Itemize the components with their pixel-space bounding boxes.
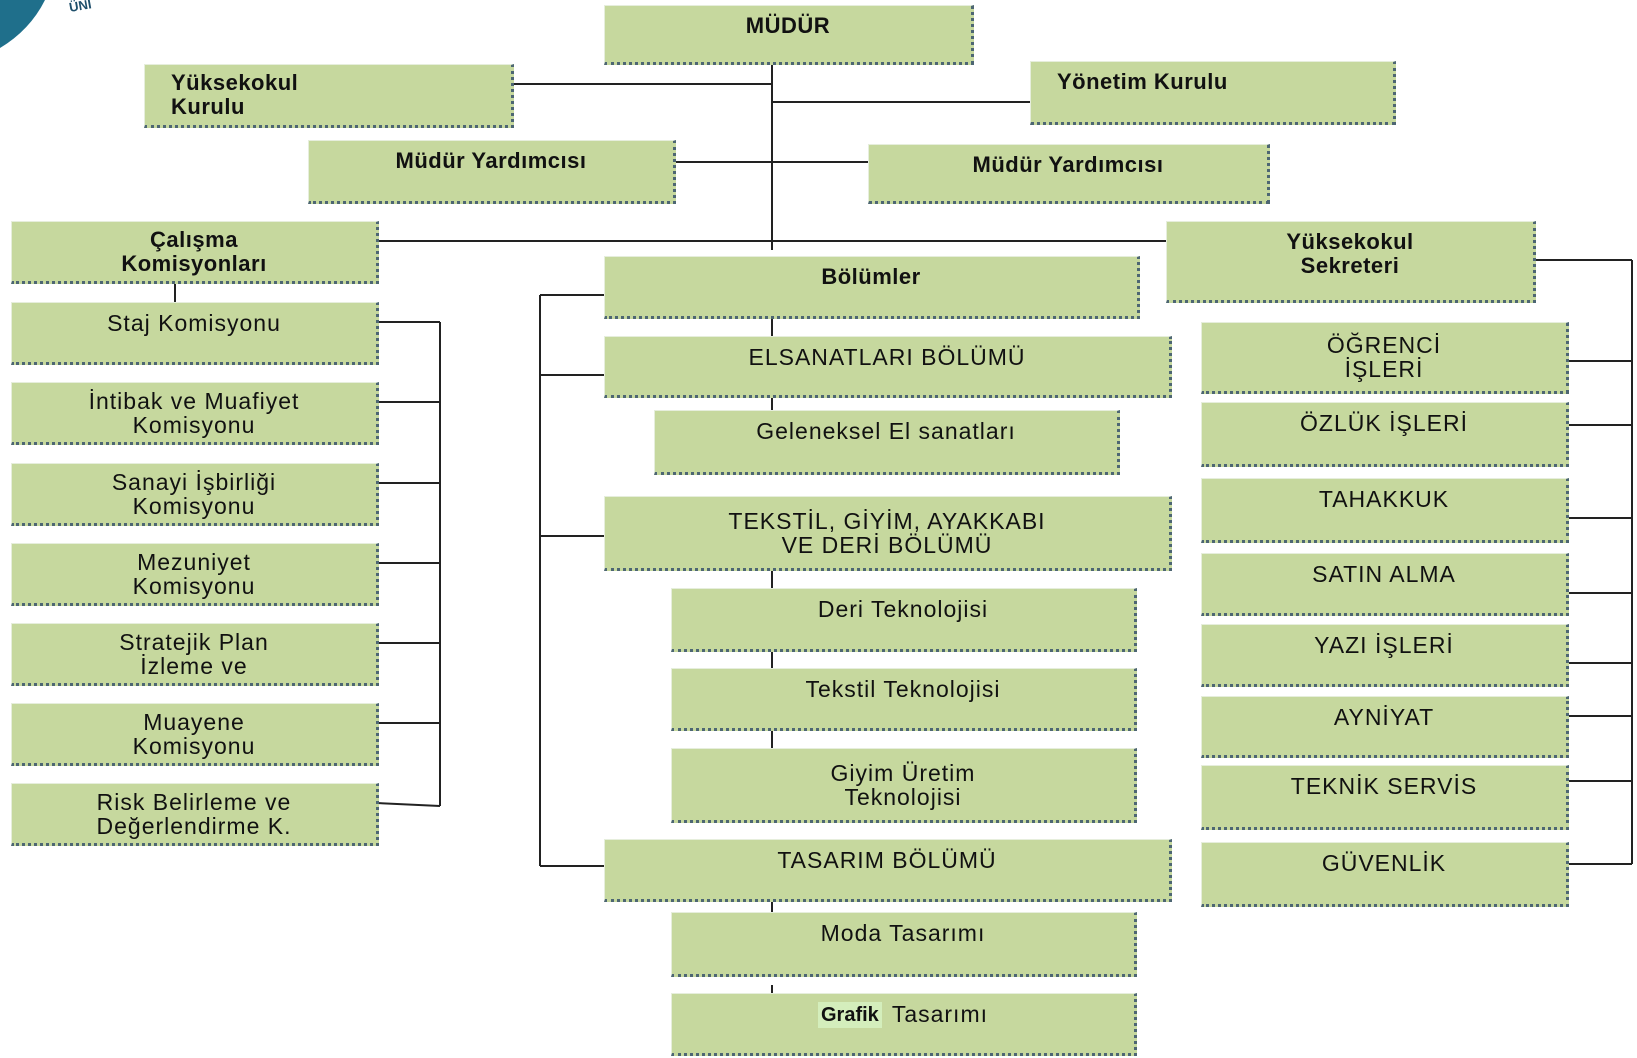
sec-label: ÖĞRENCİ İŞLERİ: [1326, 332, 1442, 382]
comm-link-6: [375, 802, 441, 807]
sec-label: SATIN ALMA: [1312, 561, 1456, 587]
dept-box-geleneksel: Geleneksel El sanatları: [654, 410, 1120, 475]
commission-box-muayene: Muayene Komisyonu: [11, 703, 379, 766]
dept-label: TASARIM BÖLÜMÜ: [777, 847, 997, 873]
university-logo: ÜNİ: [0, 0, 93, 48]
label-yuksekokul-sekreteri: Yüksekokul Sekreteri: [1286, 229, 1414, 278]
label-yuksekokul-kurulu: Yüksekokul Kurulu: [171, 70, 299, 119]
sec-label: ÖZLÜK İŞLERİ: [1300, 410, 1468, 436]
dept-box-deri: Deri Teknolojisi: [671, 588, 1137, 652]
dept-label: Deri Teknolojisi: [817, 596, 989, 622]
commission-label: Risk Belirleme ve Değerlendirme K.: [96, 788, 292, 839]
dept-label: TEKSTİL, GİYİM, AYAKKABI VE DERİ BÖLÜMÜ: [728, 507, 1046, 558]
sec-box-tahakkuk: TAHAKKUK: [1201, 478, 1569, 543]
box-yuksekokul-sekreteri: Yüksekokul Sekreteri: [1166, 221, 1536, 303]
box-yonetim-kurulu: Yönetim Kurulu: [1030, 61, 1396, 125]
sec-box-satin-alma: SATIN ALMA: [1201, 553, 1569, 616]
sec-box-ogrenci: ÖĞRENCİ İŞLERİ: [1201, 322, 1569, 394]
dept-box-tasarim: TASARIM BÖLÜMÜ: [604, 839, 1172, 902]
label-mudur-yardimcisi-left: Müdür Yardımcısı: [395, 148, 587, 173]
commission-label: Sanayi İşbirliği Komisyonu: [111, 468, 277, 519]
dept-box-tekstil: TEKSTİL, GİYİM, AYAKKABI VE DERİ BÖLÜMÜ: [604, 496, 1172, 571]
sec-label: AYNİYAT: [1333, 704, 1435, 730]
dept-box-moda: Moda Tasarımı: [671, 912, 1137, 977]
commission-box-mezuniyet: Mezuniyet Komisyonu: [11, 543, 379, 606]
box-mudur-yardimcisi-left: Müdür Yardımcısı: [308, 140, 676, 204]
box-calisma-komisyonlari: Çalışma Komisyonları: [11, 221, 379, 284]
sec-label: GÜVENLİK: [1321, 850, 1447, 876]
commission-box-intibak: İntibak ve Muafiyet Komisyonu: [11, 382, 379, 445]
box-bolumler: Bölümler: [604, 256, 1140, 319]
dept-label: Moda Tasarımı: [820, 920, 986, 946]
box-mudur: MÜDÜR: [604, 5, 974, 65]
box-yuksekokul-kurulu: Yüksekokul Kurulu: [144, 64, 514, 128]
logo-arc: [0, 0, 45, 48]
sec-box-guvenlik: GÜVENLİK: [1201, 842, 1569, 907]
label-calisma-komisyonlari: Çalışma Komisyonları: [121, 226, 267, 276]
commission-box-stratejik: Stratejik Plan İzleme ve: [11, 623, 379, 686]
label-bolumler: Bölümler: [821, 264, 921, 289]
dept-label: Tasarımı: [891, 1001, 988, 1027]
dept-box-grafik: Grafik Tasarımı: [671, 993, 1137, 1056]
commission-box-staj: Staj Komisyonu: [11, 302, 379, 365]
commission-label: Stratejik Plan İzleme ve: [119, 628, 269, 679]
sec-box-ayniyat: AYNİYAT: [1201, 696, 1569, 758]
dept-label: Geleneksel El sanatları: [756, 418, 1016, 444]
label-yonetim-kurulu: Yönetim Kurulu: [1057, 69, 1228, 94]
label-mudur-yardimcisi-right: Müdür Yardımcısı: [972, 152, 1164, 177]
logo-text: ÜNİ: [68, 0, 93, 15]
dept-box-tekstil-tek: Tekstil Teknolojisi: [671, 668, 1137, 731]
dept-box-elsanatlari: ELSANATLARI BÖLÜMÜ: [604, 336, 1172, 398]
label-mudur: MÜDÜR: [745, 13, 831, 38]
grafik-highlight-label: Grafik: [818, 1002, 882, 1028]
commission-box-sanayi: Sanayi İşbirliği Komisyonu: [11, 463, 379, 526]
dept-label: Giyim Üretim Teknolojisi: [830, 759, 976, 810]
sec-label: TEKNİK SERVİS: [1290, 773, 1478, 799]
sec-box-yazi-isleri: YAZI İŞLERİ: [1201, 624, 1569, 687]
sec-box-teknik-servis: TEKNİK SERVİS: [1201, 765, 1569, 830]
box-mudur-yardimcisi-right: Müdür Yardımcısı: [868, 144, 1270, 204]
commission-box-risk: Risk Belirleme ve Değerlendirme K.: [11, 783, 379, 846]
dept-label: Tekstil Teknolojisi: [805, 676, 1001, 702]
commission-label: Mezuniyet Komisyonu: [132, 548, 256, 599]
commission-label: İntibak ve Muafiyet Komisyonu: [88, 387, 300, 438]
sec-label: YAZI İŞLERİ: [1314, 632, 1454, 658]
sec-box-ozluk: ÖZLÜK İŞLERİ: [1201, 402, 1569, 467]
dept-box-giyim: Giyim Üretim Teknolojisi: [671, 748, 1137, 823]
commission-label: Staj Komisyonu: [107, 310, 281, 336]
sec-label: TAHAKKUK: [1318, 486, 1450, 512]
dept-label: ELSANATLARI BÖLÜMÜ: [748, 344, 1026, 370]
commission-label: Muayene Komisyonu: [132, 708, 256, 759]
